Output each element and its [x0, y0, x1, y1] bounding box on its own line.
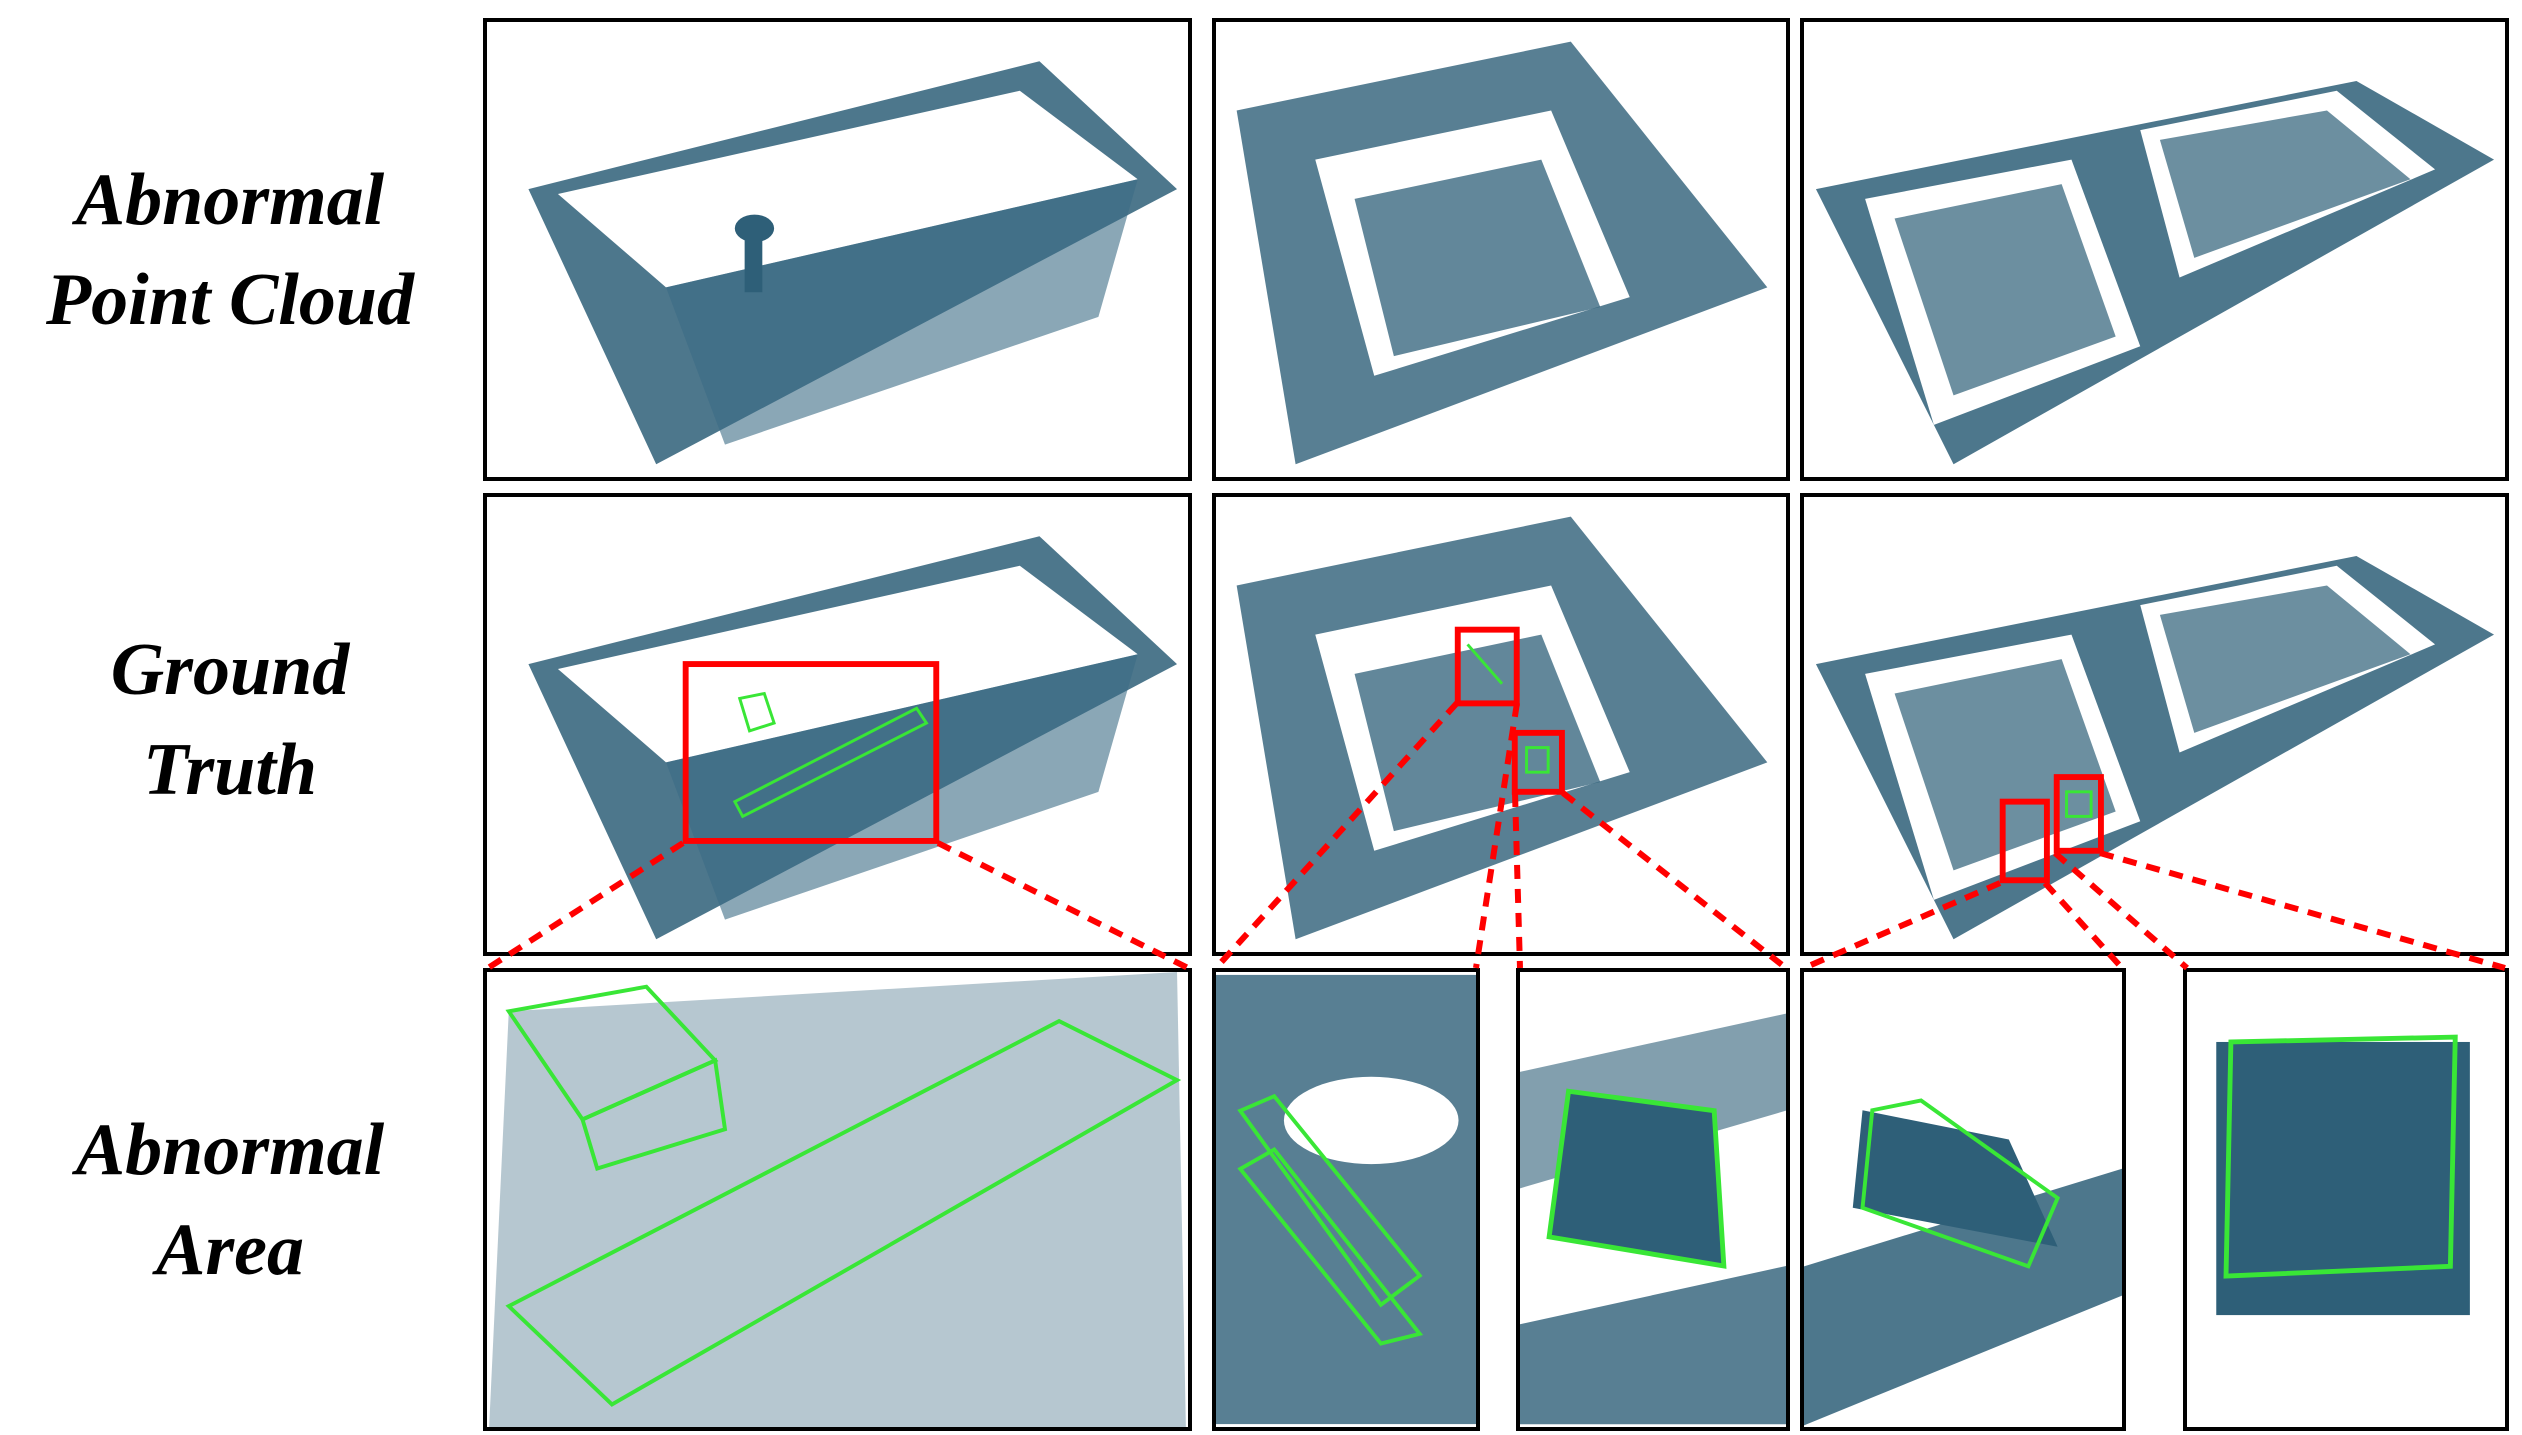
row-label-ground-truth: Ground Truth	[110, 629, 350, 811]
panel-point-cloud-sink-1	[483, 18, 1192, 481]
abnormal-area-4	[1804, 973, 2122, 1426]
row-label-abnormal-point-cloud: Abnormal Point Cloud	[45, 159, 415, 341]
abnormal-area-1	[489, 972, 1186, 1427]
point-cloud-sink-1	[528, 61, 1178, 465]
panel-ground-truth-sink-3	[1800, 493, 2509, 956]
panel-abnormal-area-4	[1800, 968, 2126, 1431]
point-cloud-sink-3	[1815, 80, 2495, 465]
panel-abnormal-area-5	[2183, 968, 2509, 1431]
highlight-box	[1999, 798, 2050, 884]
panel-point-cloud-sink-2	[1212, 18, 1790, 481]
abnormal-area-2	[1216, 974, 1476, 1425]
panel-ground-truth-sink-1	[483, 493, 1192, 956]
ground-truth-sink-2	[1236, 516, 1768, 940]
panel-point-cloud-sink-3	[1800, 18, 2509, 481]
abnormal-area-3	[1520, 974, 1786, 1425]
panel-ground-truth-sink-2	[1212, 493, 1790, 956]
point-cloud-sink-2	[1236, 41, 1768, 465]
highlight-box	[682, 661, 940, 844]
abnormal-area-5	[2187, 973, 2505, 1426]
panel-abnormal-area-2	[1212, 968, 1480, 1431]
row-label-abnormal-area: Abnormal Area	[75, 1109, 385, 1291]
panel-abnormal-area-1	[483, 968, 1192, 1431]
ground-truth-sink-1	[528, 536, 1178, 940]
panel-abnormal-area-3	[1516, 968, 1790, 1431]
ground-truth-sink-3	[1815, 555, 2495, 940]
